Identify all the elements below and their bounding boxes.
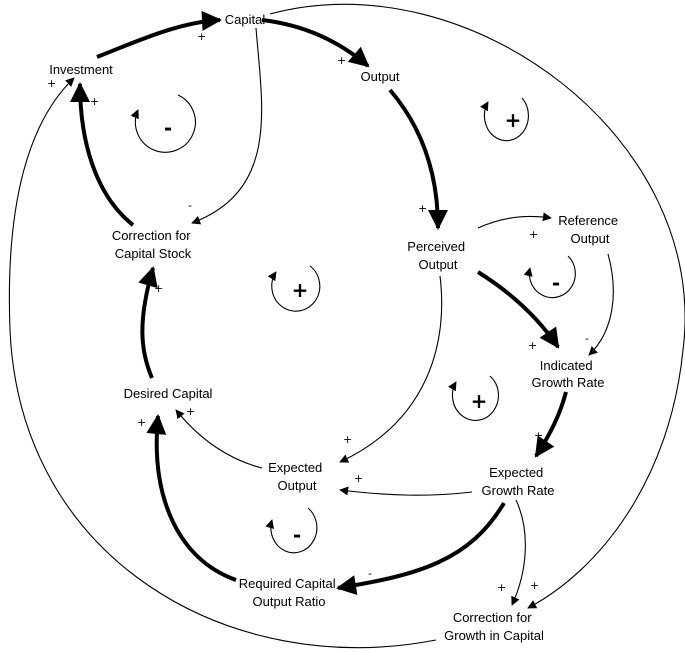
- node-expected-growth-rate: Expected Growth Rate: [482, 465, 555, 498]
- node-indicated-growth-rate: Indicated Growth Rate: [532, 358, 605, 390]
- link-expected-growth-ratio: [336, 501, 506, 596]
- polarity-perceived-reference: +: [529, 228, 538, 241]
- polarity-output-perceived: +: [418, 202, 427, 215]
- loop-capital-correction: -: [130, 94, 196, 153]
- link-perceived-expected-output: [339, 275, 443, 463]
- polarity-growth-growth-correction: +: [497, 581, 506, 594]
- polarity-ratio-desired: +: [137, 416, 146, 429]
- link-expected-growth-growth-correction: [511, 499, 526, 606]
- svg-text:+: +: [505, 108, 522, 132]
- loop-center: +: [267, 265, 321, 312]
- polarity-reference-indicated: -: [585, 332, 589, 345]
- link-desired-correction: [138, 266, 158, 379]
- link-perceived-reference: [477, 212, 552, 229]
- polarity-capital-output: +: [337, 54, 346, 67]
- polarity-signs: + + - + + + + - + + + + + + + - + +: [47, 30, 589, 594]
- svg-text:+: +: [471, 389, 488, 413]
- link-reference-indicated: [588, 253, 614, 356]
- link-indicated-expected-growth: [534, 391, 568, 458]
- link-capital-correction: [191, 27, 263, 225]
- link-output-perceived: [388, 88, 448, 230]
- node-investment: Investment: [49, 62, 113, 77]
- node-capital: Capital: [225, 12, 266, 27]
- link-growth-correction-investment: [8, 77, 437, 649]
- polarity-indicated-expected-growth: +: [534, 429, 543, 442]
- node-correction-growth-capital: Correction for Growth in Capital: [444, 610, 544, 643]
- link-expected-output-desired: [175, 409, 263, 469]
- node-expected-output: Expected Output: [268, 460, 326, 493]
- link-ratio-desired: [146, 414, 237, 582]
- polarity-desired-correction: +: [154, 282, 163, 295]
- polarity-correction-investment: +: [90, 95, 99, 108]
- link-capital-output: [261, 18, 370, 68]
- loop-markers: - + + - + -: [130, 94, 576, 554]
- polarity-perceived-expected-output: +: [343, 433, 352, 446]
- polarity-capital-growth-correction: +: [530, 579, 539, 592]
- link-investment-capital: [96, 10, 222, 59]
- svg-text:-: -: [552, 271, 560, 295]
- svg-text:+: +: [292, 278, 309, 302]
- node-desired-capital: Desired Capital: [124, 386, 213, 401]
- node-output: Output: [360, 69, 399, 84]
- polarity-growth-correction-investment: +: [47, 77, 56, 90]
- loop-growth: +: [448, 375, 499, 421]
- link-capital-growth-correction: [269, 3, 685, 609]
- svg-text:-: -: [293, 523, 301, 547]
- polarity-perceived-indicated: +: [528, 339, 537, 352]
- polarity-investment-capital: +: [197, 30, 206, 43]
- node-correction-capital-stock: Correction for Capital Stock: [112, 228, 194, 261]
- loop-top-right: +: [480, 97, 529, 142]
- polarity-capital-correction: -: [188, 199, 192, 212]
- link-perceived-indicated: [476, 270, 560, 349]
- loop-ratio: -: [265, 507, 318, 554]
- node-required-capital-output-ratio: Required Capital Output Ratio: [239, 576, 339, 609]
- link-correction-investment: [70, 82, 135, 227]
- polarity-expected-output-desired: +: [186, 405, 195, 418]
- loop-reference: -: [523, 255, 576, 299]
- polarity-expected-growth-expected-output: +: [354, 472, 363, 485]
- node-perceived-output: Perceived Output: [407, 239, 468, 272]
- link-expected-growth-expected-output: [339, 486, 473, 496]
- svg-text:-: -: [164, 116, 172, 140]
- polarity-growth-ratio: -: [368, 567, 372, 580]
- causal-links: [8, 3, 685, 649]
- variable-labels: Capital Investment Output Correction for…: [49, 12, 622, 643]
- node-reference-output: Reference Output: [558, 213, 622, 246]
